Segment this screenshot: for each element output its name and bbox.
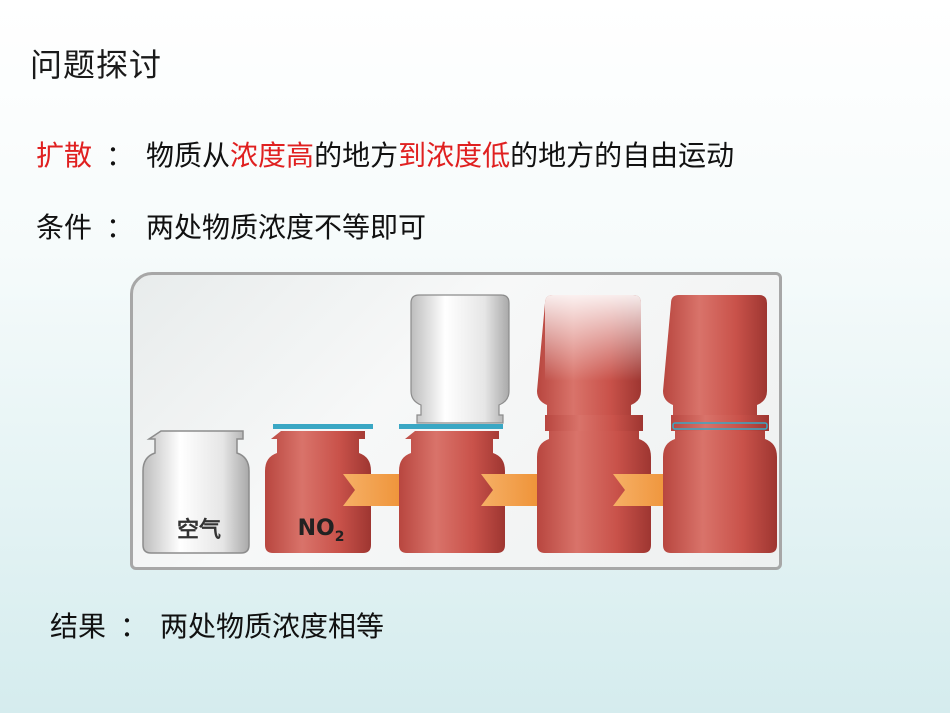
stage-mixing-jars — [537, 295, 651, 553]
air-jar: 空气 — [142, 430, 250, 554]
air-label: 空气 — [177, 517, 221, 543]
no2-jar: NO2 — [265, 424, 373, 553]
diffusion-colon: ： — [106, 139, 135, 172]
condition-text: 两处物质浓度不等即可 — [146, 211, 427, 244]
diffusion-high: 浓度高 — [230, 139, 315, 172]
condition-line: 条件 ： 两处物质浓度不等即可 — [36, 206, 426, 246]
stage-equal-jars — [663, 295, 777, 553]
no2-label: NO2 — [298, 516, 345, 545]
diffusion-low: 到浓度低 — [398, 139, 511, 172]
condition-colon: ： — [106, 211, 135, 244]
stage-separated-jars — [399, 294, 510, 553]
diffusion-term: 扩散 — [36, 139, 93, 172]
result-line: 结果 ： 两处物质浓度相等 — [50, 605, 384, 645]
condition-term: 条件 — [36, 211, 93, 244]
diffusion-text-3: 的地方的自由运动 — [510, 139, 735, 172]
glass-plate-2 — [399, 424, 503, 429]
diffusion-text-2: 的地方 — [314, 139, 399, 172]
diffusion-definition: 扩散 ： 物质从浓度高的地方到浓度低的地方的自由运动 — [36, 134, 734, 174]
glass-plate-1 — [273, 424, 373, 429]
page-title: 问题探讨 — [30, 46, 163, 84]
diffusion-illustration: 空气 NO2 — [142, 294, 777, 554]
result-colon: ： — [120, 610, 149, 643]
result-term: 结果 — [50, 610, 107, 643]
diffusion-text-1: 物质从 — [146, 139, 231, 172]
result-text: 两处物质浓度相等 — [160, 610, 385, 643]
diffusion-figure: 空气 NO2 — [130, 272, 782, 570]
joint-ring-2 — [672, 422, 768, 430]
